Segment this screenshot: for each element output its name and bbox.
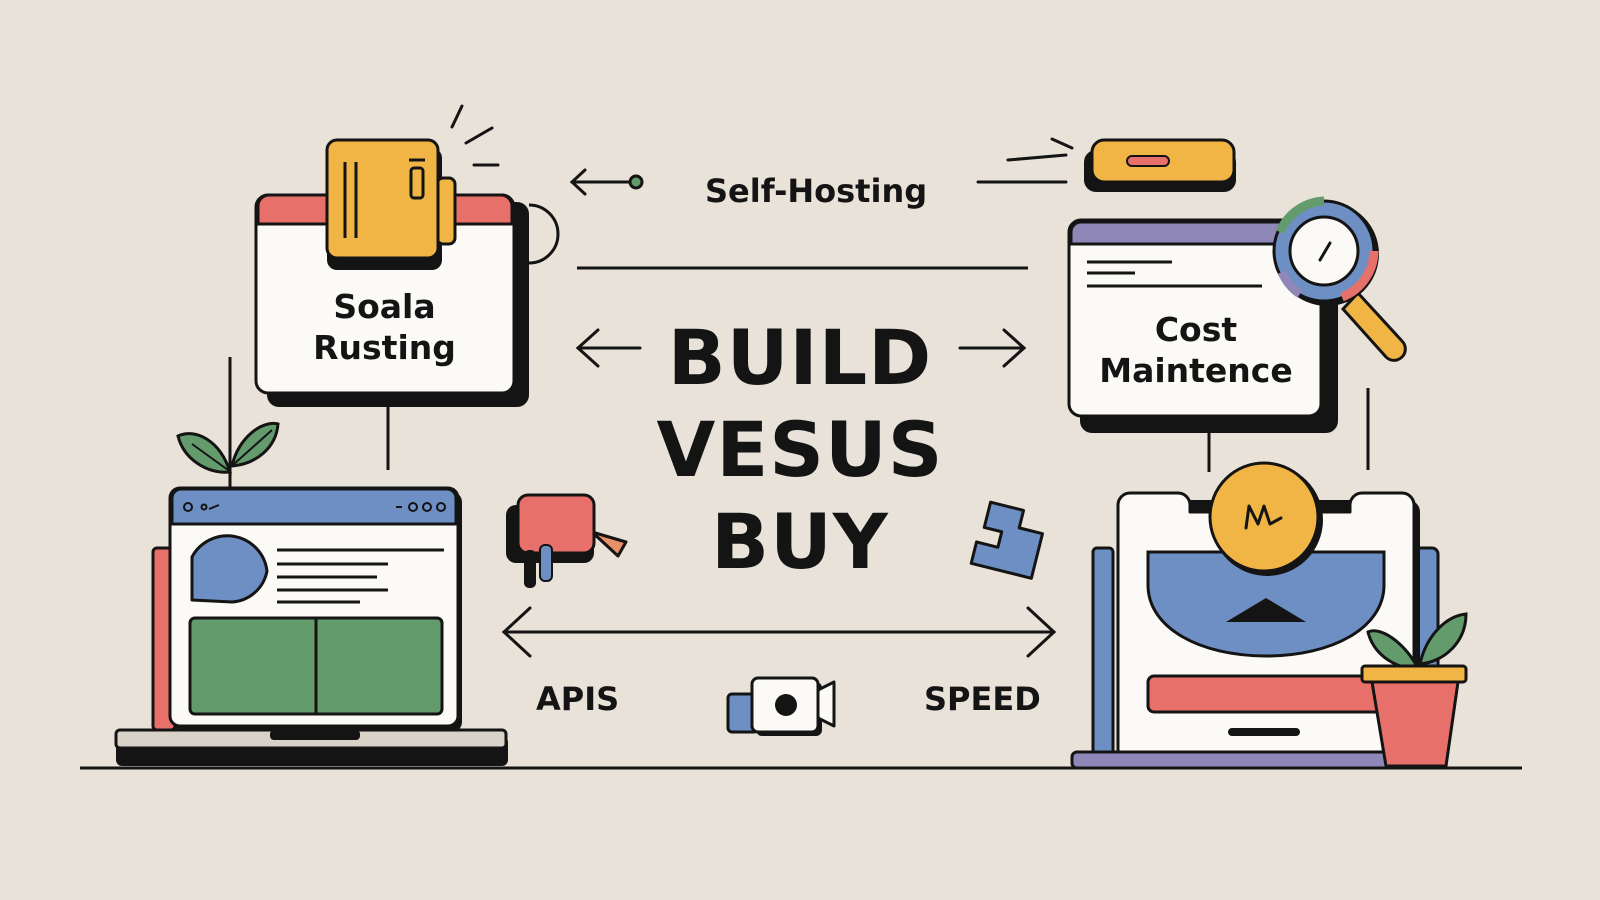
right-card (1067, 218, 1338, 433)
chat-bubble-icon (506, 493, 628, 588)
plant-icon (176, 421, 280, 490)
left-card-line-1: Soala (333, 287, 436, 326)
camera-icon (726, 676, 836, 736)
mug-icon (325, 138, 457, 270)
sparkle-icon (450, 104, 500, 167)
laptop-base (114, 728, 508, 766)
pill-button-icon (1084, 138, 1236, 192)
left-card-label: Soala Rusting (262, 286, 507, 368)
right-card-line-1: Cost (1154, 310, 1238, 349)
title-line-2: VESUS (656, 405, 944, 494)
page-title: BUILD VESUS BUY (620, 312, 980, 588)
arrow-left-icon (569, 168, 644, 196)
browser-window-icon (188, 534, 444, 716)
bottom-right-label: SPEED (924, 680, 1041, 718)
potted-plant-icon (1360, 612, 1468, 768)
magnifier-icon (1272, 196, 1407, 362)
arrow-left-center-icon (575, 328, 642, 368)
left-card-line-2: Rusting (313, 328, 456, 367)
right-card-line-2: Maintence (1099, 351, 1293, 390)
coin-icon (1208, 461, 1323, 576)
right-laptop-icon (1070, 491, 1440, 770)
right-card-label: Cost Maintence (1070, 309, 1322, 391)
title-line-1: BUILD (667, 313, 933, 402)
double-arrow-icon (501, 606, 1057, 658)
puzzle-piece-icon (969, 500, 1044, 580)
title-line-3: BUY (711, 497, 889, 586)
arrow-right-icon (958, 328, 1027, 368)
header-label: Self-Hosting (705, 172, 928, 210)
speed-lines (976, 137, 1074, 184)
bottom-left-label: APIS (536, 680, 620, 718)
